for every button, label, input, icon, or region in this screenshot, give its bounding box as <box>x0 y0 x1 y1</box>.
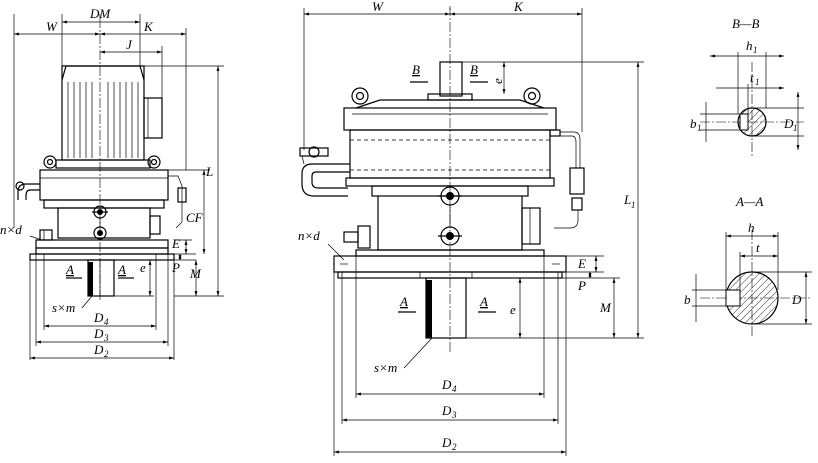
label-D3-mid-sub: 3 <box>451 410 457 420</box>
label-b1: b <box>690 116 697 131</box>
left-view: DM W K J L CF E P M e n×d A A s× <box>0 6 224 360</box>
label-D3-left: D <box>93 326 104 341</box>
label-W: W <box>46 19 58 34</box>
label-D: D <box>791 292 802 307</box>
label-D3-mid: D <box>441 403 452 418</box>
label-K-mid: K <box>513 0 524 14</box>
label-n-d-left: n×d <box>0 222 22 237</box>
label-J: J <box>126 37 133 52</box>
label-B-mid-2: B <box>470 62 478 77</box>
label-h1-sub: 1 <box>753 45 758 55</box>
section-A-A: A—A h t b D <box>684 194 812 336</box>
label-h: h <box>748 220 755 235</box>
label-e1-mid: e <box>490 78 505 84</box>
label-t1: t <box>750 70 754 85</box>
section-B-B: B—B h 1 t 1 b 1 D 1 <box>690 16 804 158</box>
label-E-mid: E <box>577 256 586 271</box>
section-B-B-title: B—B <box>732 16 760 31</box>
label-B-mid-1: B <box>412 62 420 77</box>
label-b: b <box>684 292 691 307</box>
label-A-mid-1: A <box>399 294 408 309</box>
label-s-m-mid: s×m <box>374 360 397 375</box>
label-t: t <box>756 240 760 255</box>
section-A-A-title: A—A <box>735 194 764 209</box>
label-e-mid: e <box>510 302 516 317</box>
label-A-mid-2: A <box>479 294 488 309</box>
label-L: L <box>205 164 213 179</box>
label-K: K <box>143 19 154 34</box>
label-D2-left: D <box>93 342 104 357</box>
label-M-left: M <box>189 266 202 281</box>
label-DM: DM <box>89 6 111 21</box>
label-D3-left-sub: 3 <box>103 333 109 343</box>
label-D2-mid: D <box>441 435 452 450</box>
label-P-mid: P <box>577 278 586 293</box>
label-M-mid: M <box>599 300 612 315</box>
label-D4-mid: D <box>441 377 452 392</box>
label-b1-sub: 1 <box>697 123 702 133</box>
label-A-left-1: A <box>65 262 74 277</box>
label-D2-left-sub: 2 <box>104 349 109 359</box>
label-s-m-left: s×m <box>52 300 75 315</box>
label-L1-mid: L <box>623 192 631 207</box>
label-h1: h <box>746 38 753 53</box>
label-D4-left: D <box>93 310 104 325</box>
label-D1: D <box>783 116 794 131</box>
label-e-left: e <box>140 260 146 275</box>
label-E-left: E <box>171 236 180 251</box>
label-t1-sub: 1 <box>755 77 760 87</box>
label-D4-mid-sub: 4 <box>452 384 457 394</box>
label-D2-mid-sub: 2 <box>452 442 457 452</box>
label-L1-mid-sub: 1 <box>631 200 636 210</box>
label-D4-left-sub: 4 <box>104 317 109 327</box>
label-D1-sub: 1 <box>793 123 798 133</box>
label-A-left-2: A <box>117 262 126 277</box>
label-n-d-mid: n×d <box>298 228 320 243</box>
label-P-left: P <box>171 260 180 275</box>
label-W-mid: W <box>372 0 384 14</box>
label-CF: CF <box>186 210 204 225</box>
middle-view: W K B B e L 1 E P M e n×d A A <box>298 0 644 456</box>
